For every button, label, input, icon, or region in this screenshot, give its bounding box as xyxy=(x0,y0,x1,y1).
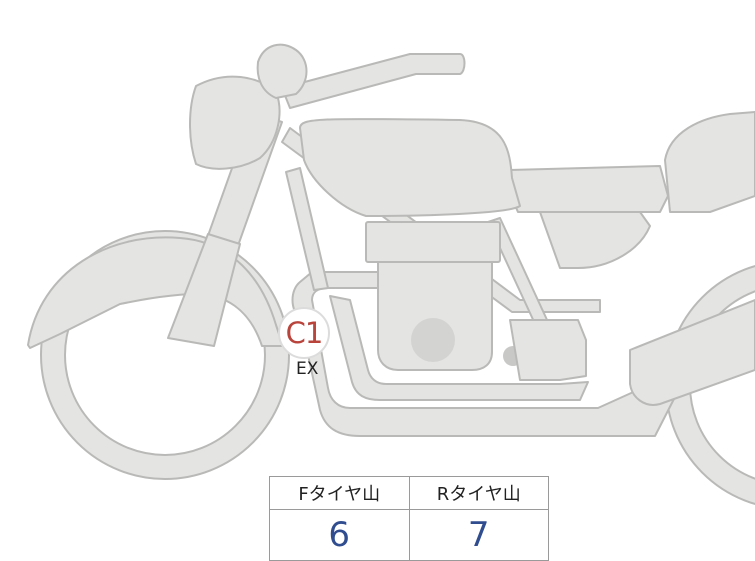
exhaust-pipe-upper xyxy=(329,295,589,401)
front-tire-tread-header: Fタイヤ山 xyxy=(269,476,410,510)
tire-tread-table: Fタイヤ山 Rタイヤ山 6 7 xyxy=(269,476,549,561)
seat-front xyxy=(509,165,669,213)
swingarm xyxy=(629,299,755,406)
front-fender xyxy=(27,236,284,349)
front-tire-outer-edge xyxy=(40,230,290,480)
fork-lower-leg xyxy=(167,233,241,347)
frame-down-tube xyxy=(285,167,329,291)
check-point-marker[interactable]: C1 xyxy=(278,307,330,359)
side-cover xyxy=(539,211,651,269)
check-point-sublabel: EX xyxy=(296,359,319,379)
fuel-tank xyxy=(299,117,521,217)
rear-tire-tread-value: 7 xyxy=(408,509,549,561)
instrument-cluster xyxy=(256,43,308,99)
seat-rear xyxy=(664,111,755,213)
engine-head xyxy=(365,221,501,263)
headlight xyxy=(189,75,281,170)
tire-tread-header-row: Fタイヤ山 Rタイヤ山 xyxy=(269,476,549,510)
rear-tire-tread-header: Rタイヤ山 xyxy=(408,476,549,510)
rear-side-plate xyxy=(509,319,587,381)
check-point-code: C1 xyxy=(285,315,324,350)
tire-tread-value-row: 6 7 xyxy=(269,509,549,561)
front-tire-tread-value: 6 xyxy=(269,509,410,561)
handlebar xyxy=(281,53,466,109)
engine-block xyxy=(377,261,493,371)
engine-cover xyxy=(411,318,455,362)
